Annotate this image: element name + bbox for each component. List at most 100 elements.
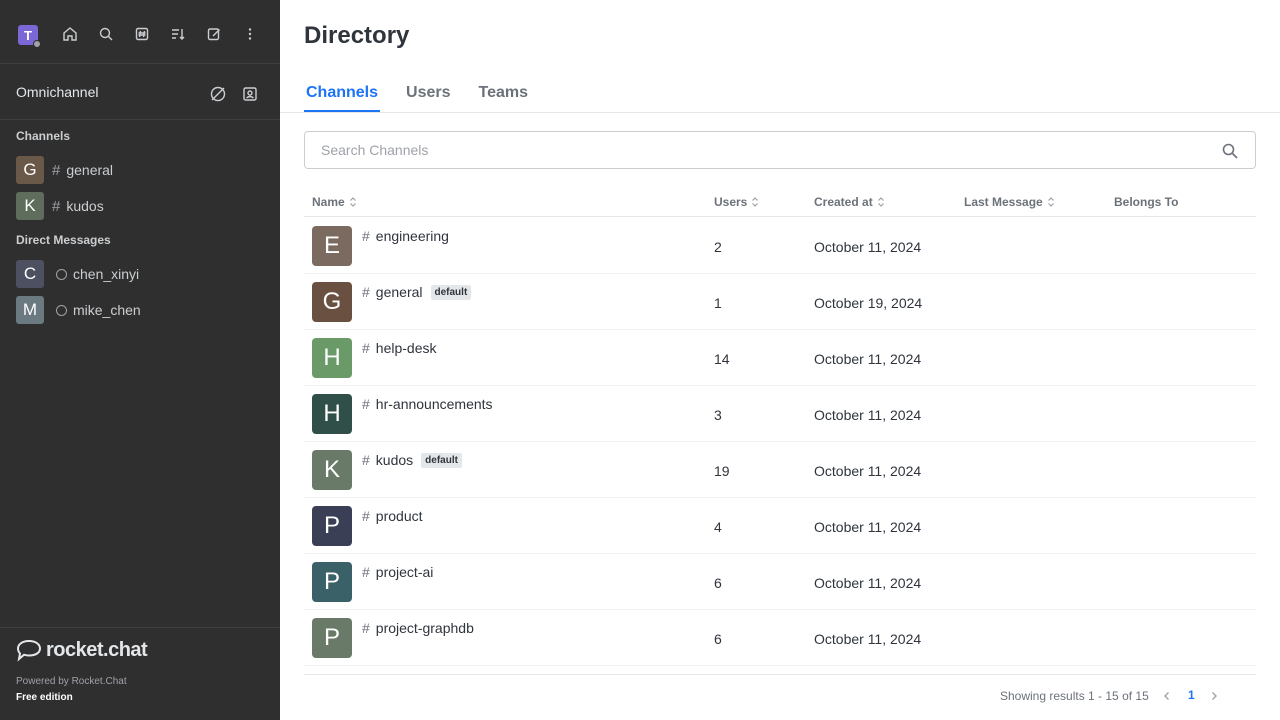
more-options-button[interactable] (236, 20, 264, 48)
channel-name: help-desk (375, 340, 437, 356)
chevron-right-icon (1212, 692, 1217, 700)
direct-messages-section-label: Direct Messages (16, 233, 111, 247)
offline-status-icon (56, 304, 67, 316)
sort-button[interactable] (164, 20, 192, 48)
user-avatar[interactable]: T (18, 25, 41, 48)
channel-avatar: G (312, 282, 352, 322)
users-count: 3 (714, 407, 722, 423)
home-icon (63, 27, 77, 41)
sidebar-item-mike-chen[interactable]: M mike_chen (0, 292, 280, 328)
column-header-label: Created at (814, 195, 873, 209)
channel-avatar: P (312, 618, 352, 658)
column-header-label: Last Message (964, 195, 1043, 209)
column-header-last-message[interactable]: Last Message (964, 195, 1055, 209)
created-date: October 11, 2024 (814, 463, 922, 479)
hashtag-icon: # (362, 620, 370, 636)
table-row[interactable]: H # help-desk 14 October 11, 2024 (304, 330, 1256, 386)
rocket-chat-logo-icon (16, 639, 42, 662)
users-count: 6 (714, 575, 722, 591)
sidebar-item-label: mike_chen (73, 302, 141, 318)
channel-name-cell: # project-graphdb (362, 620, 474, 636)
channel-name: project-ai (375, 564, 434, 580)
hashtag-icon: # (362, 508, 370, 524)
hashtag-icon: # (52, 197, 61, 215)
search-icon (99, 27, 113, 41)
directory-tabs: Channels Users Teams (304, 76, 554, 112)
column-header-name[interactable]: Name (312, 195, 357, 209)
column-header-users[interactable]: Users (714, 195, 759, 209)
hashtag-icon: # (52, 161, 61, 179)
contact-center-button[interactable] (236, 80, 264, 108)
users-count: 19 (714, 463, 730, 479)
channel-name: kudos (375, 452, 414, 468)
channel-avatar: G (16, 156, 44, 184)
sidebar-item-general[interactable]: G # general (0, 152, 280, 188)
created-date: October 11, 2024 (814, 239, 922, 255)
hashtag-icon: # (362, 396, 370, 412)
omnichannel-status-button[interactable] (204, 80, 232, 108)
sidebar-item-chen-xinyi[interactable]: C chen_xinyi (0, 256, 280, 292)
created-date: October 11, 2024 (814, 407, 922, 423)
search-icon[interactable] (1221, 142, 1239, 160)
sort-icon (349, 197, 356, 207)
directory-page: Directory Channels Users Teams Name User… (280, 0, 1280, 720)
column-header-label: Belongs To (1114, 195, 1179, 209)
default-badge: default (430, 284, 472, 300)
search-button[interactable] (92, 20, 120, 48)
hashtag-icon: # (362, 340, 370, 356)
omnichannel-offline-icon (210, 86, 226, 102)
next-page-button[interactable] (1206, 688, 1222, 704)
user-status-icon (33, 40, 41, 48)
chevron-left-icon (1164, 692, 1169, 700)
users-count: 6 (714, 631, 722, 647)
channel-name: hr-announcements (375, 396, 493, 412)
results-count: Showing results 1 - 15 of 15 (1000, 689, 1149, 703)
sort-icon (752, 197, 759, 207)
column-header-created-at[interactable]: Created at (814, 195, 885, 209)
sidebar-topbar: T (0, 0, 280, 64)
hashtag-icon: # (362, 564, 370, 580)
channel-name: product (375, 508, 423, 524)
tab-channels[interactable]: Channels (304, 76, 381, 112)
channel-name-cell: # general default (362, 284, 472, 300)
table-row[interactable]: G # general default 1 October 19, 2024 (304, 274, 1256, 330)
channel-name: general (375, 284, 423, 300)
hashtag-icon: # (362, 228, 370, 244)
table-row[interactable]: H # hr-announcements 3 October 11, 2024 (304, 386, 1256, 442)
tab-teams[interactable]: Teams (478, 84, 529, 101)
omnichannel-section: Omnichannel (0, 64, 280, 120)
create-new-button[interactable] (200, 20, 228, 48)
offline-status-icon (56, 268, 67, 280)
tabs-divider (280, 112, 1280, 113)
column-header-label: Users (714, 195, 748, 209)
table-row[interactable]: E # engineering 2 October 11, 2024 (304, 218, 1256, 274)
table-row[interactable]: P # project-graphdb 6 October 11, 2024 (304, 610, 1256, 666)
page-number-button[interactable]: 1 (1188, 688, 1195, 702)
channels-section-label: Channels (16, 129, 71, 143)
search-box (304, 131, 1256, 169)
search-input[interactable] (321, 142, 1221, 158)
column-header-belongs-to: Belongs To (1114, 195, 1178, 209)
users-count: 1 (714, 295, 722, 311)
table-row[interactable]: P # product 4 October 11, 2024 (304, 498, 1256, 554)
channel-name-cell: # product (362, 508, 423, 524)
tab-users[interactable]: Users (406, 84, 451, 101)
home-button[interactable] (56, 20, 84, 48)
powered-by-text: Powered by Rocket.Chat (16, 676, 127, 687)
sidebar-item-label: general (66, 162, 114, 178)
sidebar-item-kudos[interactable]: K # kudos (0, 188, 280, 224)
rocket-chat-logo[interactable]: rocket.chat (16, 638, 148, 662)
channel-avatar: H (312, 338, 352, 378)
previous-page-button[interactable] (1159, 688, 1175, 704)
channel-name-cell: # hr-announcements (362, 396, 493, 412)
created-date: October 11, 2024 (814, 631, 922, 647)
footer-divider (0, 627, 280, 628)
sidebar: T Omnichannel Channels G (0, 0, 280, 720)
directory-button[interactable] (128, 20, 156, 48)
page-title: Directory (304, 22, 410, 49)
table-bottom-divider (304, 674, 1256, 675)
default-badge: default (421, 452, 462, 468)
table-row[interactable]: P # project-ai 6 October 11, 2024 (304, 554, 1256, 610)
sort-icon (1047, 197, 1054, 207)
table-row[interactable]: K # kudos default 19 October 11, 2024 (304, 442, 1256, 498)
